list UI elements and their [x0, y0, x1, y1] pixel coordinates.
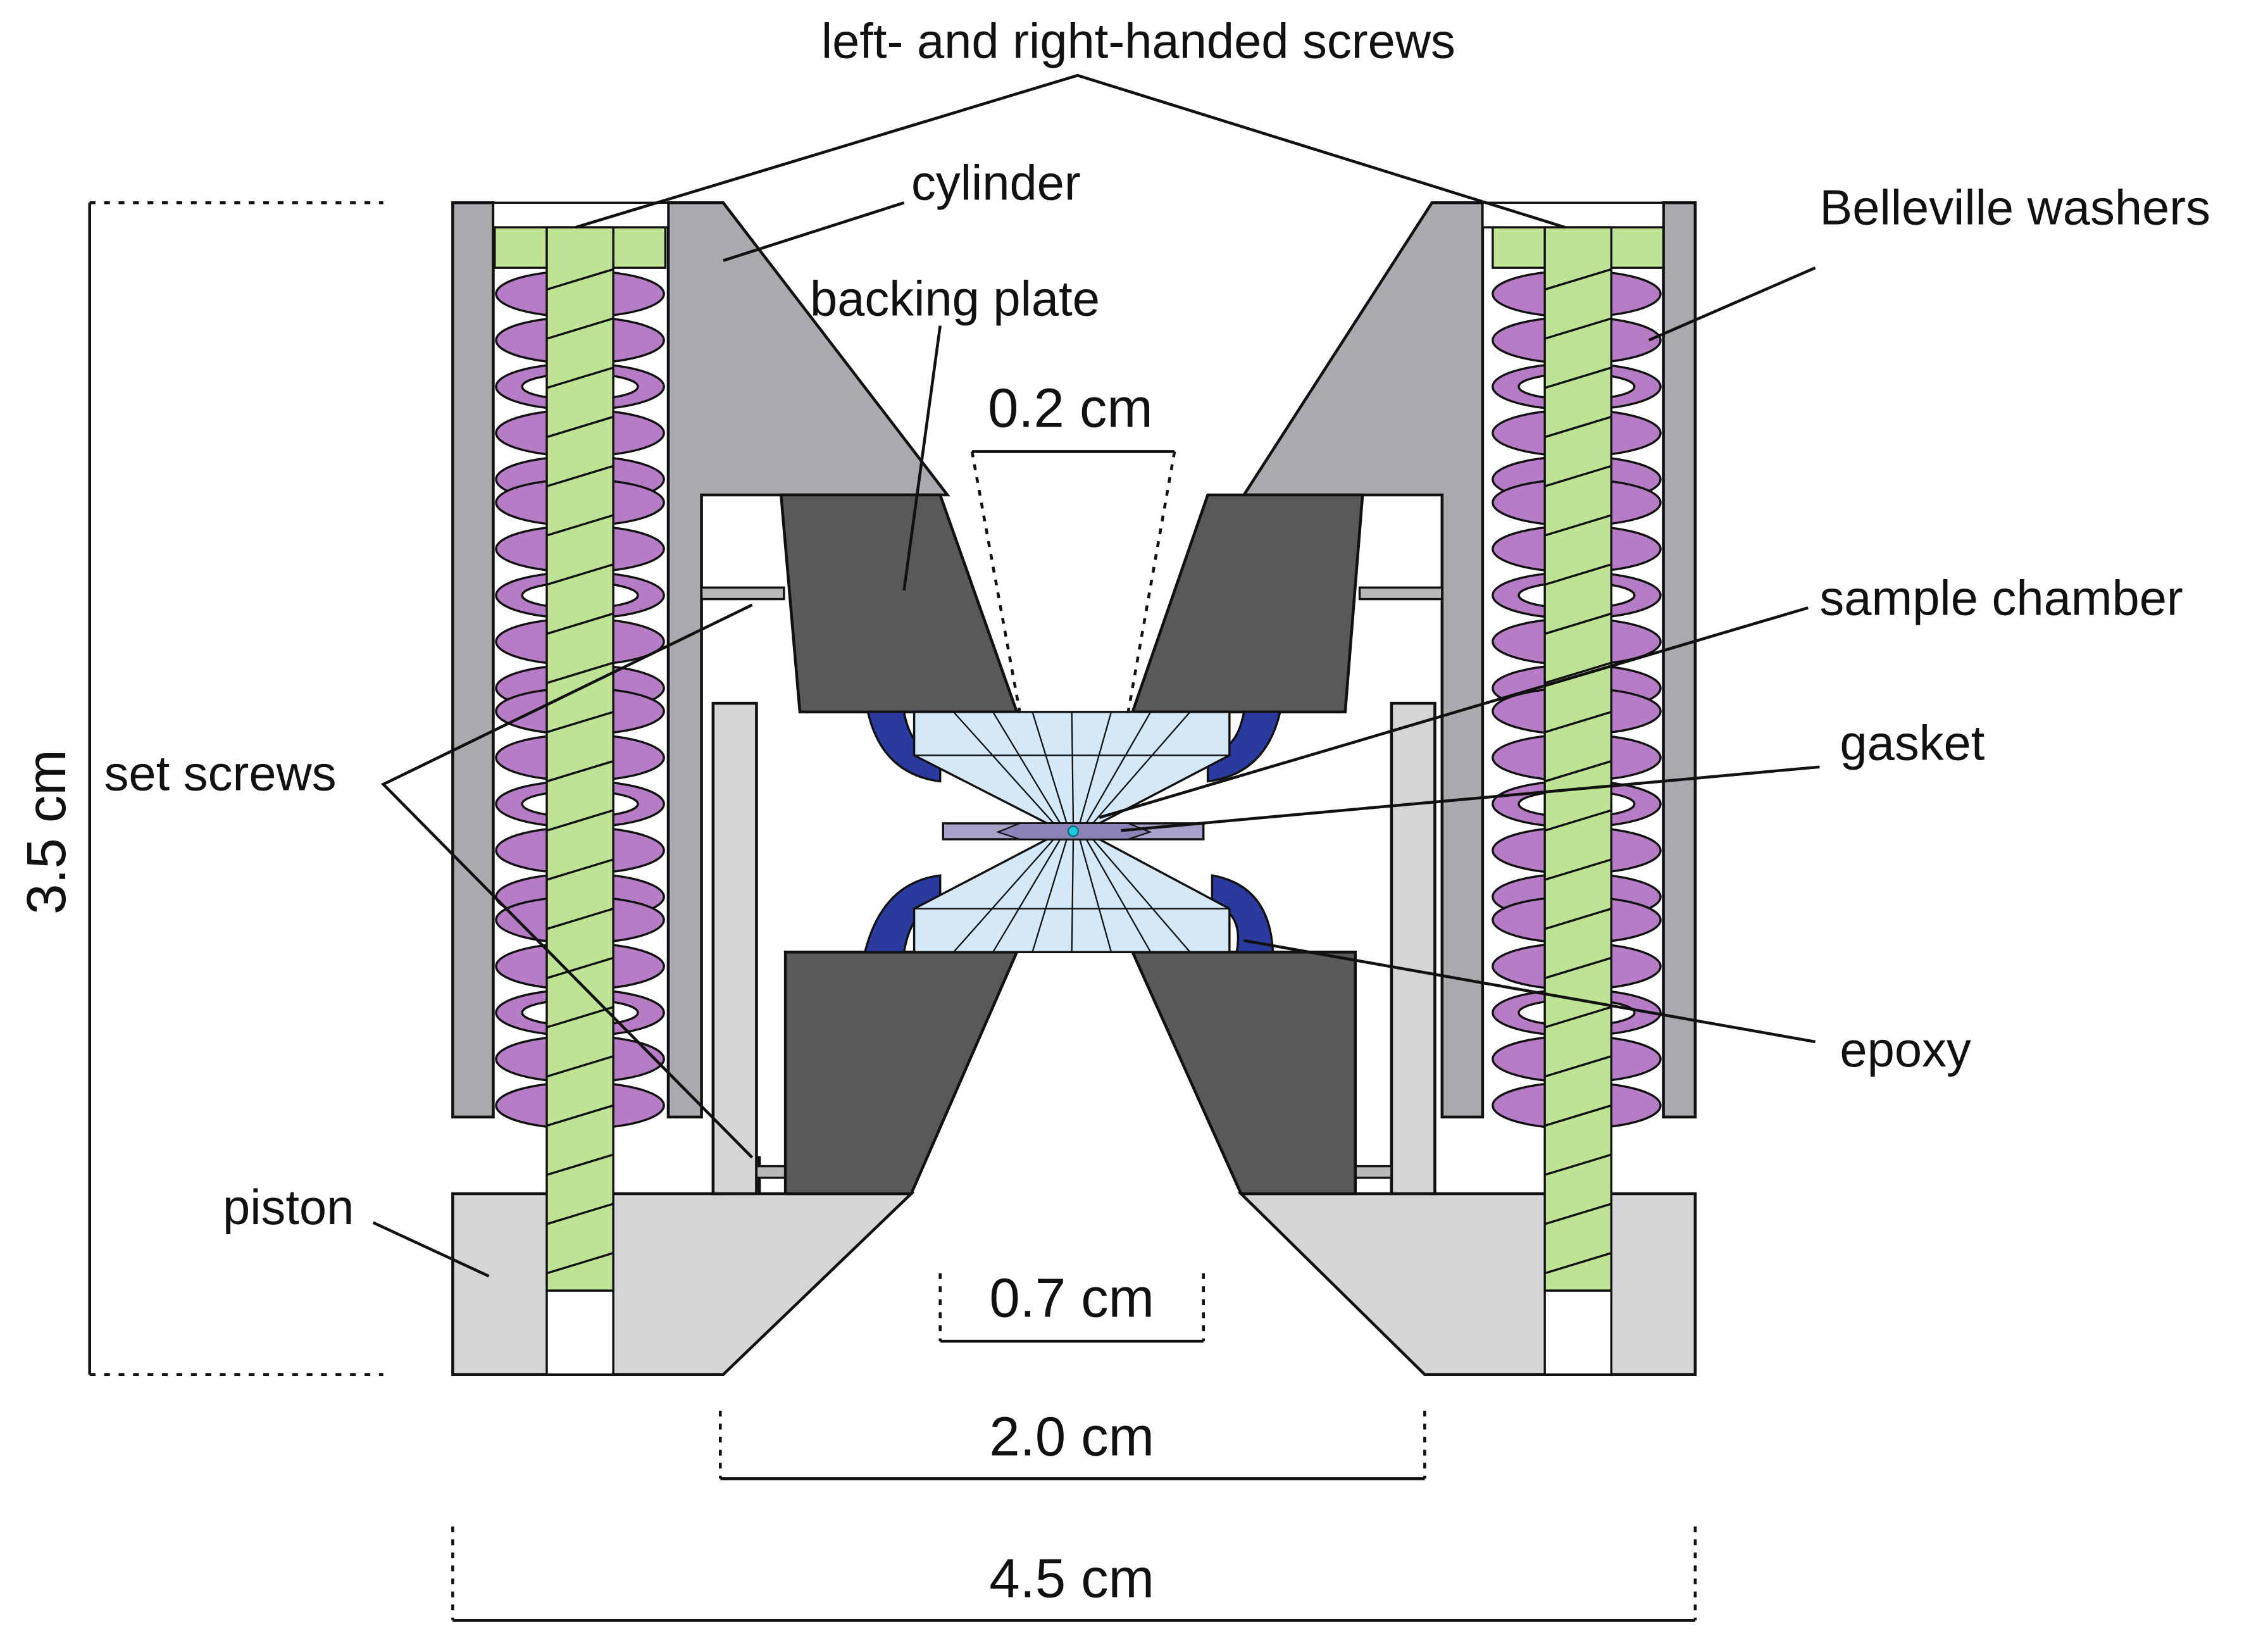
label-piston: piston — [223, 1180, 354, 1235]
label-cylinder: cylinder — [911, 156, 1081, 211]
dim-inner-width: 2.0 cm — [989, 1406, 1154, 1468]
screw-left — [494, 226, 667, 1376]
screws — [494, 226, 1665, 1376]
label-screws: left- and right-handed screws — [821, 15, 1455, 69]
sample-chamber — [1067, 825, 1080, 837]
backing-plates — [779, 493, 1364, 1196]
dim-height: 3.5 cm — [16, 749, 77, 915]
label-epoxy: epoxy — [1840, 1023, 1971, 1077]
diamond-bottom — [913, 838, 1231, 953]
label-set-screws: set screws — [104, 746, 337, 801]
label-backing-plate: backing plate — [810, 272, 1100, 327]
dim-outer-width: 4.5 cm — [989, 1548, 1154, 1610]
diamond-top — [913, 711, 1231, 825]
label-gasket: gasket — [1840, 716, 1984, 770]
label-belleville: Belleville washers — [1819, 181, 2210, 235]
dimension-lines — [88, 201, 1697, 1622]
label-sample-chamber: sample chamber — [1819, 572, 2183, 626]
epoxy — [863, 711, 1282, 953]
labels: left- and right-handed screws cylinder b… — [16, 15, 2210, 1610]
leader-lines — [372, 73, 1820, 1278]
screw-right — [1492, 226, 1665, 1376]
cylinder-body — [451, 201, 1697, 1119]
dim-culet: 0.2 cm — [988, 378, 1153, 439]
dim-table: 0.7 cm — [989, 1267, 1154, 1329]
diamond-anvils — [913, 711, 1231, 953]
